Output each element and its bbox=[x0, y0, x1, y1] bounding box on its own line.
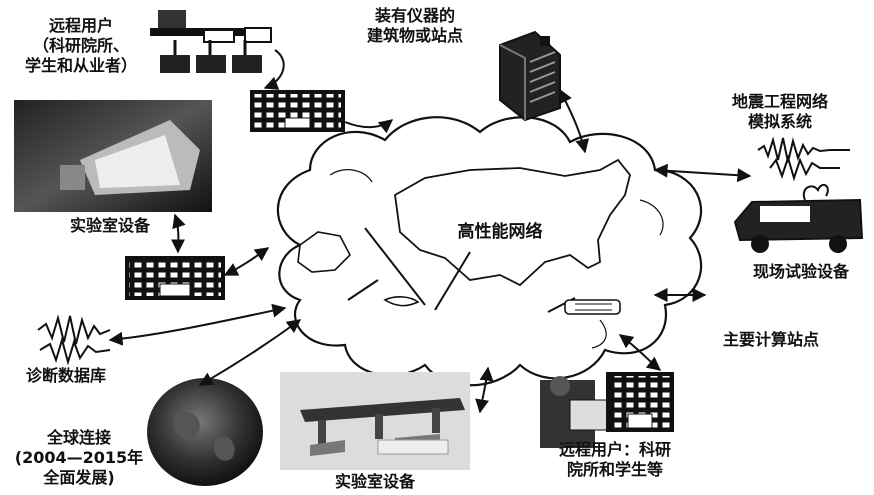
lab-equipment-left-label: 实验室设备 bbox=[69, 216, 150, 235]
remote-users-bottom-label: 远程用户：科研 院所和学生等 bbox=[558, 440, 671, 479]
remote-users-network-icon bbox=[150, 10, 272, 73]
lab-equipment-bottom-label: 实验室设备 bbox=[334, 472, 415, 491]
global-connection-label: 全球连接 (2004—2015年 全面发展) bbox=[14, 428, 144, 487]
computing-sites-label: 主要计算站点 bbox=[722, 330, 819, 349]
diagnostic-waveform-left bbox=[37, 314, 111, 366]
instrumented-building-icon bbox=[499, 30, 561, 122]
usa-map bbox=[297, 158, 631, 315]
lab-equipment-photo-left bbox=[14, 100, 212, 212]
remote-users-bottom-icon bbox=[540, 372, 674, 448]
simulation-system-label: 地震工程网络 模拟系统 bbox=[731, 92, 828, 131]
seismic-waveform-right bbox=[757, 136, 850, 182]
building-icon-top bbox=[250, 90, 345, 132]
network-center-label: 高性能网络 bbox=[457, 222, 543, 242]
field-test-truck-icon bbox=[733, 183, 864, 253]
globe-icon bbox=[147, 378, 263, 486]
diagnostic-database-label: 诊断数据库 bbox=[25, 366, 106, 385]
remote-users-top-label: 远程用户 （科研院所、 学生和从业者） bbox=[24, 16, 137, 75]
lab-equipment-photo-bottom bbox=[280, 372, 470, 470]
building-icon-left bbox=[125, 256, 225, 300]
field-test-equipment-label: 现场试验设备 bbox=[752, 262, 849, 281]
instrumented-buildings-label: 装有仪器的 建筑物或站点 bbox=[366, 6, 463, 45]
connector-arrows bbox=[108, 49, 752, 414]
